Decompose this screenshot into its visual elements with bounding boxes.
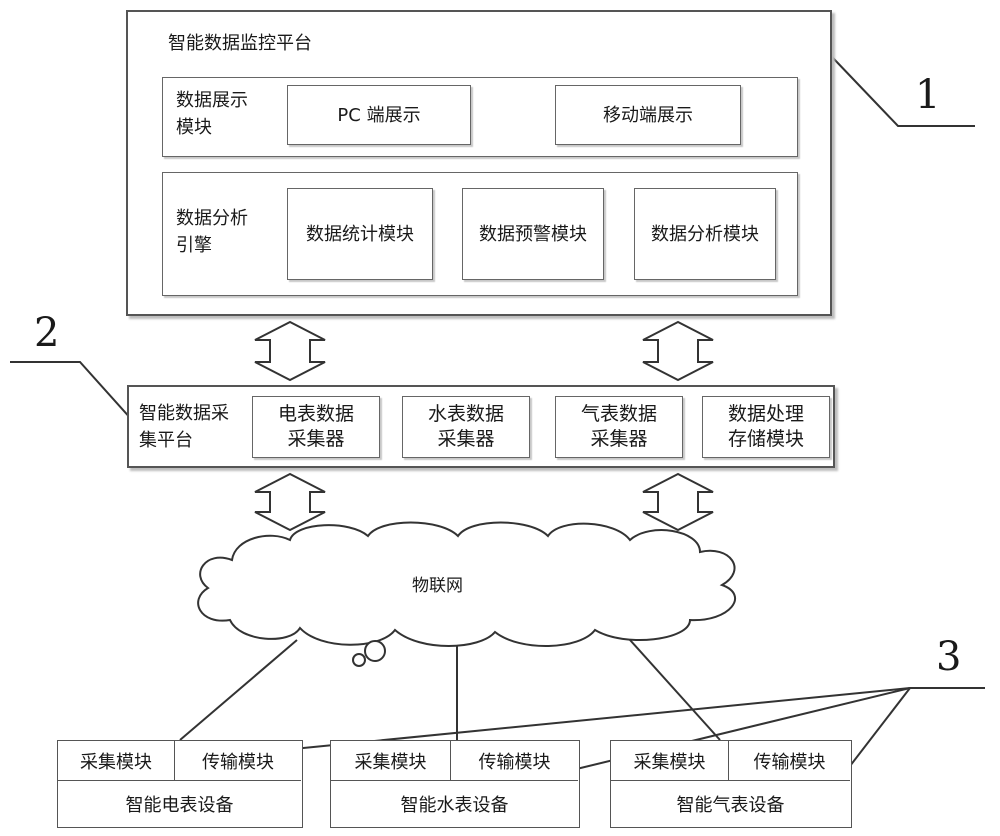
water-collector-label: 水表数据采集器	[427, 403, 504, 450]
warning-module-label: 数据预警模块	[479, 223, 587, 245]
statistics-module-box: 数据统计模块	[287, 188, 433, 280]
platform-title: 智能数据监控平台	[168, 33, 312, 54]
double-arrow-right-top	[642, 320, 714, 382]
electric-collect-module: 采集模块	[58, 741, 175, 781]
gas-collector-label: 气表数据采集器	[580, 403, 657, 450]
gas-transmit-module: 传输模块	[729, 741, 850, 781]
electric-device-name: 智能电表设备	[125, 794, 234, 816]
electric-collector-label: 电表数据采集器	[277, 403, 354, 450]
water-collector-box: 水表数据采集器	[402, 396, 530, 458]
device-water: 采集模块 传输模块 智能水表设备	[330, 740, 580, 828]
water-device-name: 智能水表设备	[400, 794, 509, 816]
gas-collect-module: 采集模块	[611, 741, 729, 781]
callout-number-3: 3	[936, 634, 962, 680]
electric-collector-box: 电表数据采集器	[252, 396, 380, 458]
cloud-shape	[197, 521, 736, 667]
gas-collector-box: 气表数据采集器	[555, 396, 683, 458]
warning-module-box: 数据预警模块	[462, 188, 604, 280]
analysis-module-box: 数据分析模块	[634, 188, 776, 280]
iot-network-label: 物联网	[412, 576, 463, 596]
double-arrow-left-bottom	[254, 472, 326, 532]
collection-platform-label: 智能数据采集平台	[139, 403, 229, 451]
mobile-display-box: 移动端展示	[555, 85, 741, 145]
device-electric: 采集模块 传输模块 智能电表设备	[57, 740, 303, 828]
link-line-electric	[179, 639, 298, 741]
pc-display-box: PC 端展示	[287, 85, 471, 145]
storage-module-label: 数据处理存储模块	[727, 403, 804, 450]
water-collect-module: 采集模块	[331, 741, 451, 781]
device-gas: 采集模块 传输模块 智能气表设备	[610, 740, 852, 828]
display-module-label: 数据展示模块	[176, 90, 248, 138]
callout-number-1: 1	[915, 72, 941, 118]
gas-device-name: 智能气表设备	[676, 794, 785, 816]
callout-line-1	[811, 35, 975, 127]
analysis-engine-label: 数据分析引擎	[176, 208, 248, 256]
callout-line-2	[10, 361, 133, 421]
callout-number-2: 2	[34, 310, 60, 356]
electric-transmit-module: 传输模块	[175, 741, 301, 781]
double-arrow-right-bottom	[642, 472, 714, 532]
analysis-module-label: 数据分析模块	[651, 223, 759, 245]
link-line-gas	[629, 639, 721, 741]
statistics-module-label: 数据统计模块	[306, 223, 414, 245]
storage-module-box: 数据处理存储模块	[702, 396, 830, 458]
double-arrow-left-top	[254, 320, 326, 382]
water-transmit-module: 传输模块	[451, 741, 578, 781]
